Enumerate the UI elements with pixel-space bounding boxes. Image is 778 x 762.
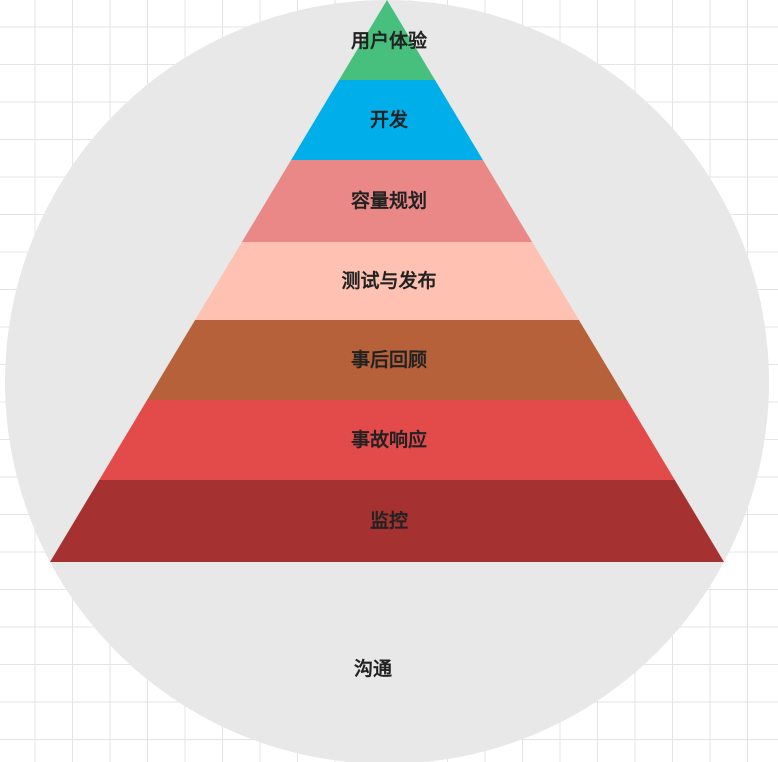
pyramid-layer-development: [291, 80, 483, 160]
pyramid-layer-incident-response: [99, 400, 675, 480]
pyramid-layer-capacity-planning: [241, 160, 533, 242]
communication-label: 沟通: [353, 658, 392, 680]
layer-label-user-experience: 用户体验: [350, 30, 427, 52]
pyramid-layer-monitoring: [50, 480, 724, 562]
layer-label-capacity-planning: 容量规划: [350, 190, 427, 212]
layer-label-postmortem: 事后回顾: [350, 349, 427, 371]
layer-label-incident-response: 事故响应: [350, 429, 427, 451]
layer-label-development: 开发: [369, 109, 408, 131]
pyramid-layer-user-experience: [339, 0, 435, 80]
layer-label-monitoring: 监控: [369, 510, 408, 532]
layer-label-testing-release: 测试与发布: [341, 270, 437, 292]
pyramid-layer-postmortem: [147, 320, 627, 400]
pyramid-layer-testing-release: [195, 242, 579, 320]
